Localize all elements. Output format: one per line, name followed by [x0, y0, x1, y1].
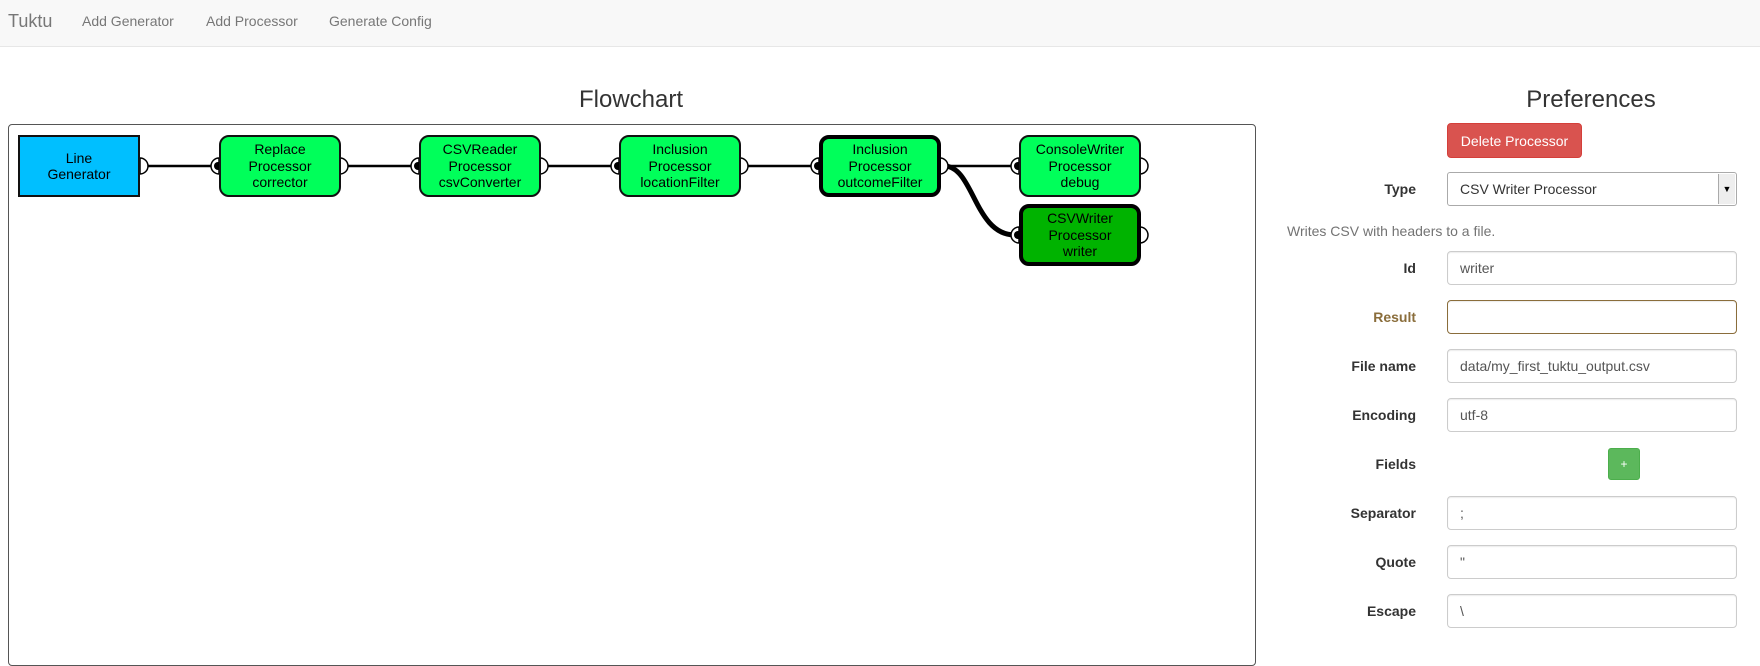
output-port: [939, 157, 949, 175]
node-writer[interactable]: CSVWriter Processor writer: [1019, 204, 1141, 266]
node-csv-converter[interactable]: CSVReader Processor csvConverter: [419, 135, 541, 197]
fields-label: Fields: [1375, 456, 1416, 472]
node-label: CSVReader Processor csvConverter: [438, 141, 522, 191]
file-name-input[interactable]: [1447, 349, 1737, 383]
preferences-title: Preferences: [1526, 86, 1656, 113]
output-port: [1139, 226, 1149, 244]
result-label: Result: [1373, 309, 1416, 325]
node-outcome-filter[interactable]: Inclusion Processor outcomeFilter: [819, 135, 941, 197]
navbar: Tuktu Add Generator Add Processor Genera…: [0, 0, 1760, 47]
output-port: [539, 157, 549, 175]
node-label: CSVWriter Processor writer: [1047, 210, 1113, 260]
output-port: [739, 157, 749, 175]
flowchart-title: Flowchart: [578, 86, 684, 113]
type-select-value: CSV Writer Processor: [1460, 181, 1597, 197]
encoding-label: Encoding: [1352, 407, 1416, 423]
separator-input[interactable]: [1447, 496, 1737, 530]
node-label: Inclusion Processor locationFilter: [640, 141, 720, 191]
node-label: ConsoleWriter Processor debug: [1035, 141, 1125, 191]
connection-line-selected: [943, 163, 1016, 238]
id-label: Id: [1403, 260, 1416, 276]
generate-config-link[interactable]: Generate Config: [329, 13, 432, 29]
add-field-button[interactable]: +: [1608, 448, 1640, 480]
brand-link[interactable]: Tuktu: [8, 11, 53, 31]
output-port: [339, 157, 349, 175]
node-location-filter[interactable]: Inclusion Processor locationFilter: [619, 135, 741, 197]
output-port: [139, 157, 149, 175]
node-label: Line Generator: [47, 149, 111, 183]
escape-label: Escape: [1366, 603, 1416, 619]
node-label: Inclusion Processor outcomeFilter: [837, 141, 923, 191]
node-label: Replace Processor corrector: [248, 141, 312, 191]
processor-description: Writes CSV with headers to a file.: [1287, 223, 1496, 239]
escape-input[interactable]: [1447, 594, 1737, 628]
encoding-input[interactable]: [1447, 398, 1737, 432]
output-port: [1139, 157, 1149, 175]
delete-processor-button[interactable]: Delete Processor: [1447, 123, 1582, 158]
chevron-down-icon: ▼: [1718, 174, 1735, 204]
result-input[interactable]: [1447, 300, 1737, 334]
quote-label: Quote: [1375, 554, 1416, 570]
add-generator-link[interactable]: Add Generator: [82, 13, 174, 29]
flowchart-canvas[interactable]: Line Generator Replace Processor correct…: [8, 124, 1256, 666]
node-debug[interactable]: ConsoleWriter Processor debug: [1019, 135, 1141, 197]
file-name-label: File name: [1351, 358, 1416, 374]
node-corrector[interactable]: Replace Processor corrector: [219, 135, 341, 197]
add-processor-link[interactable]: Add Processor: [206, 13, 298, 29]
type-select[interactable]: CSV Writer Processor ▼: [1447, 172, 1737, 206]
type-label: Type: [1384, 181, 1416, 197]
id-input[interactable]: [1447, 251, 1737, 285]
quote-input[interactable]: [1447, 545, 1737, 579]
separator-label: Separator: [1350, 505, 1416, 521]
node-line-generator[interactable]: Line Generator: [18, 135, 140, 197]
